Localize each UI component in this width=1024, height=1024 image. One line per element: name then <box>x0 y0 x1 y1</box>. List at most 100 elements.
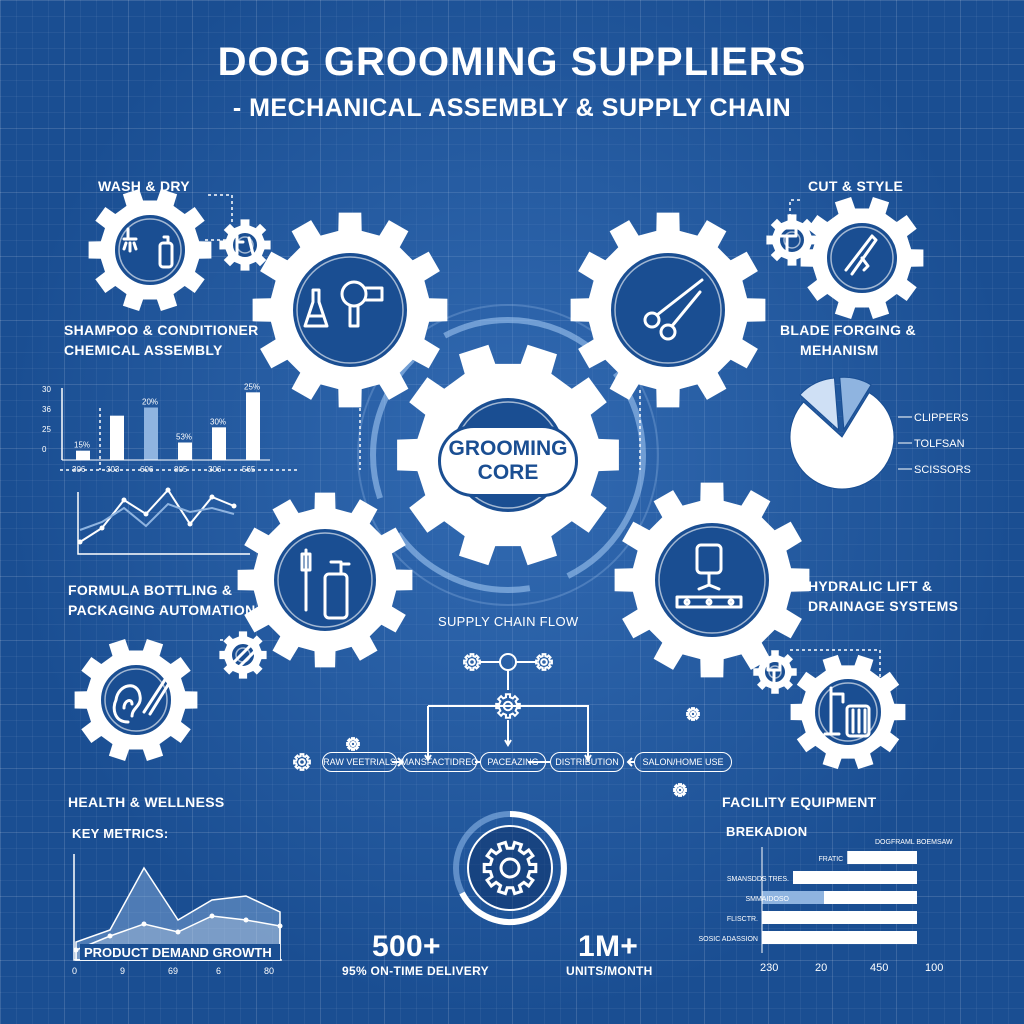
faucet-icon <box>823 686 871 738</box>
bar-mark <box>144 407 158 460</box>
hbar-category-label: SOSIC ADASSION <box>698 936 758 943</box>
bar-category-label: 306 <box>208 465 222 474</box>
hbar-x-tick: 230 <box>760 962 778 974</box>
small-gear-2 <box>766 214 818 266</box>
dial-gear-icon <box>482 840 538 896</box>
flow-node-manufacturing: MANSFACTIDREO <box>401 752 478 772</box>
area-point <box>73 947 79 953</box>
line-point <box>143 511 149 517</box>
hydraulic-label-line2: DRAINAGE SYSTEMS <box>808 598 959 614</box>
bar-mark <box>178 442 192 460</box>
flow-node-distribution: DISTRIBUTION <box>550 752 624 772</box>
hbar-x-tick: 20 <box>815 962 827 974</box>
line-point <box>99 525 105 531</box>
supply-chain-title: SUPPLY CHAIN FLOW <box>438 614 579 629</box>
area-point <box>107 933 113 939</box>
blade-label-line1: BLADE FORGING & <box>780 322 916 338</box>
shampoo-label-line2: CHEMICAL ASSEMBLY <box>64 342 223 358</box>
metric-dial <box>453 811 567 925</box>
hbar-category-label: FLISCTR. <box>727 916 758 923</box>
stat-units-label: UNITS/MONTH <box>566 964 653 978</box>
tool-icon <box>766 658 782 688</box>
bar-category-label: 306 <box>72 465 86 474</box>
hbar-x-tick: 100 <box>925 962 943 974</box>
hammer-icon <box>776 226 798 258</box>
flask-icon <box>303 288 329 328</box>
bar-mark <box>212 427 226 460</box>
bar-data-label: 20% <box>142 398 158 407</box>
toothbrush-icon <box>300 548 312 612</box>
area-x-tick: 0 <box>72 966 77 976</box>
pie-legend-label: SCISSORS <box>914 464 971 476</box>
bar-category-label: 565 <box>242 465 256 474</box>
line-series <box>79 488 235 543</box>
hbar-category-label: SMANSDDS TRES. <box>727 876 789 883</box>
line-point <box>121 497 127 503</box>
hbar-legend: DOGFRAML BOEMSAW <box>875 839 953 846</box>
hbar-category-label: FRATIC <box>818 856 843 863</box>
chain-gear-icon <box>495 693 521 719</box>
stat-delivery-label: 95% ON-TIME DELIVERY <box>342 964 489 978</box>
area-xlabel-bg <box>80 944 280 960</box>
comb-clipper-icon <box>844 234 878 276</box>
grooming-core-badge: GROOMING CORE <box>438 425 578 497</box>
shower-icon <box>122 227 138 253</box>
hbar-mark <box>762 911 917 924</box>
flow-node-packaging: PACEAZING <box>480 752 546 772</box>
bar-mark <box>246 392 260 460</box>
ear-icon <box>112 684 142 724</box>
area-point <box>209 913 215 919</box>
pie-chart: CLIPPERS TOLFSAN SCISSORS <box>789 376 971 490</box>
area-x-tick: 6 <box>216 966 221 976</box>
chain-gear-icon <box>673 783 687 797</box>
line-point <box>209 494 215 500</box>
area-point <box>141 921 147 927</box>
bar-category-label: 303 <box>106 465 120 474</box>
chain-gear-icon <box>346 737 360 751</box>
core-label-line2: CORE <box>477 461 539 484</box>
area-point <box>175 929 181 935</box>
formula-label-line1: FORMULA BOTTLING & <box>68 582 233 598</box>
line-point <box>77 539 83 545</box>
line-chart <box>77 487 250 555</box>
pie-legend-label: TOLFSAN <box>914 438 965 450</box>
bar-data-label: 25% <box>244 382 260 391</box>
small-gear-1 <box>219 219 271 271</box>
pie-slice <box>799 377 840 432</box>
shampoo-label-line1: SHAMPOO & CONDITIONER <box>64 322 259 338</box>
area-x-tick: 80 <box>264 966 274 976</box>
stat-units-value: 1M+ <box>578 930 639 963</box>
tool-icon <box>235 234 255 256</box>
hbar-mark <box>793 871 917 884</box>
area-point <box>243 917 249 923</box>
facility-label: FACILITY EQUIPMENT <box>722 794 877 810</box>
lift-gear <box>614 482 810 678</box>
bar-mark <box>110 415 124 460</box>
chain-gear-icon <box>463 653 481 671</box>
chain-gear-icon <box>686 707 700 721</box>
area-x-tick: 69 <box>168 966 178 976</box>
brush-icon <box>142 670 178 716</box>
bar-category-label: 805 <box>174 465 188 474</box>
key-metrics-label: KEY METRICS: <box>72 826 169 841</box>
pie-slice <box>839 376 872 431</box>
bottle-icon <box>158 235 174 269</box>
ear-gear <box>74 639 198 761</box>
bar-data-label: 15% <box>74 441 90 450</box>
core-ring <box>370 317 646 593</box>
pie-legend-label: CLIPPERS <box>914 412 968 424</box>
line-point <box>165 487 171 493</box>
area-xlabel: PRODUCT DEMAND GROWTH <box>84 945 272 960</box>
hbar-mark <box>762 931 917 944</box>
chain-gear-icon <box>293 753 311 771</box>
bar-data-label: 53% <box>176 433 192 442</box>
hbar-highlight <box>762 891 824 904</box>
area-point <box>277 923 283 929</box>
formula-label-line2: PACKAGING AUTOMATION <box>68 602 256 618</box>
core-label-line1: GROOMING <box>448 437 568 460</box>
wash-gear <box>88 189 212 311</box>
core-outer-ring <box>357 304 659 606</box>
tool-icon <box>232 642 258 668</box>
